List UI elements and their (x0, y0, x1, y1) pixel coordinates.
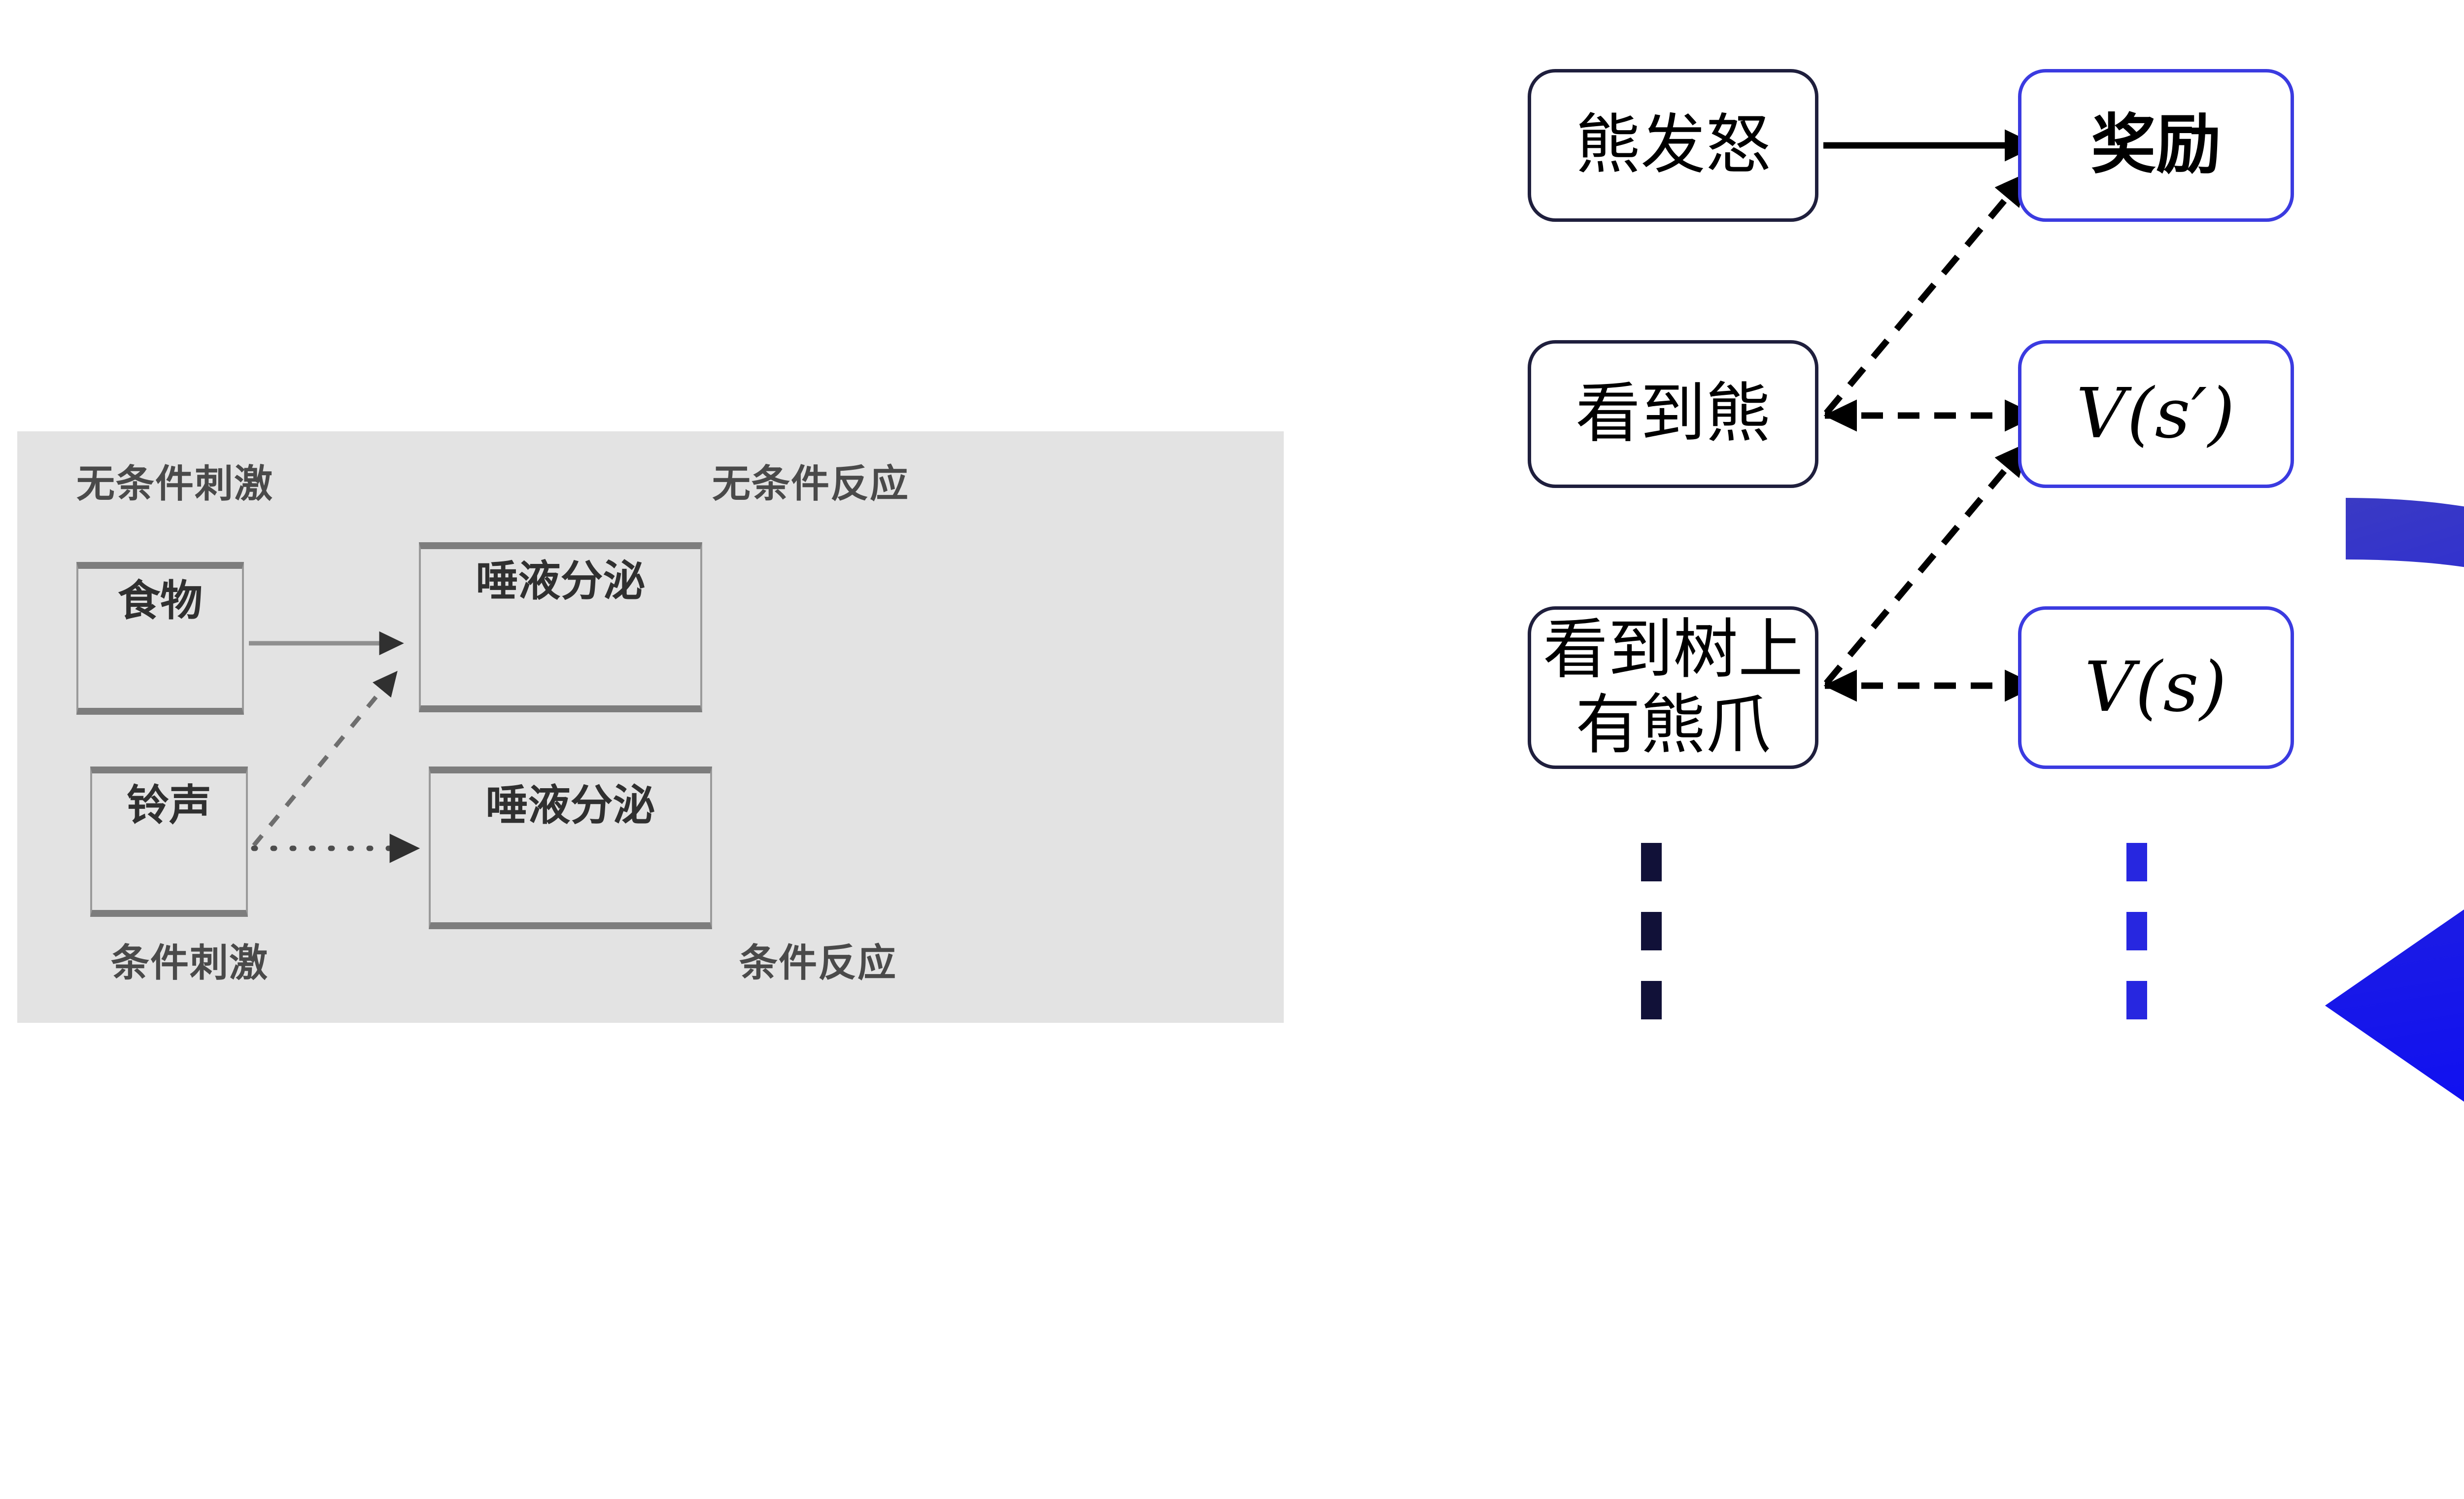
label-unconditioned-response: 无条件反应 (712, 462, 910, 506)
ellipsis-dot (1641, 912, 1662, 950)
right-panel-connectors (1823, 129, 2464, 1102)
box-salivation-bottom: 唾液分泌 (429, 767, 712, 929)
loop-back-arrow-icon (2325, 498, 2464, 1102)
box-bell-label: 铃声 (127, 781, 211, 830)
arrow-see-bear-to-reward (1824, 172, 2028, 416)
label-unconditioned-stimulus: 无条件刺激 (76, 462, 274, 506)
arrow-bell-to-salivation-top (252, 670, 398, 847)
box-value-s-prime: V(s′) (2018, 340, 2294, 488)
left-panel-connectors (249, 631, 420, 863)
td-learning-panel: 熊发怒 看到熊 看到树上 有熊爪 奖励 V(s′) V(s) (1478, 0, 2464, 1499)
box-food-label: 食物 (118, 576, 203, 626)
ellipsis-left (1641, 843, 1662, 1050)
arrow-see-claw-to-vsprime (1824, 442, 2028, 686)
box-value-s-label: V(s) (2084, 647, 2228, 728)
ellipsis-dot (2126, 843, 2147, 881)
ellipsis-right (2126, 843, 2147, 1050)
ellipsis-dot (2126, 912, 2147, 950)
box-salivation-top: 唾液分泌 (419, 542, 702, 712)
box-see-bear: 看到熊 (1528, 340, 1818, 488)
box-bear-angry-label: 熊发怒 (1575, 107, 1771, 183)
box-salivation-bottom-label: 唾液分泌 (485, 781, 655, 830)
box-food: 食物 (76, 562, 244, 715)
box-see-bear-claw-label: 看到树上 有熊爪 (1543, 611, 1803, 763)
box-value-s: V(s) (2018, 606, 2294, 769)
box-salivation-top-label: 唾液分泌 (476, 557, 646, 606)
box-reward-label: 奖励 (2091, 107, 2221, 183)
box-reward: 奖励 (2018, 69, 2294, 222)
box-see-bear-label: 看到熊 (1575, 376, 1771, 452)
label-conditioned-stimulus: 条件刺激 (111, 941, 269, 985)
classical-conditioning-panel: 无条件刺激 无条件反应 条件刺激 条件反应 食物 铃声 唾液分泌 唾液分泌 (17, 431, 1284, 1023)
label-conditioned-response: 条件反应 (739, 941, 897, 985)
box-bell: 铃声 (90, 767, 248, 917)
ellipsis-dot (2126, 981, 2147, 1019)
box-see-bear-claw: 看到树上 有熊爪 (1528, 606, 1818, 769)
box-value-s-prime-label: V(s′) (2076, 374, 2236, 454)
box-bear-angry: 熊发怒 (1528, 69, 1818, 222)
ellipsis-dot (1641, 981, 1662, 1019)
ellipsis-dot (1641, 843, 1662, 881)
